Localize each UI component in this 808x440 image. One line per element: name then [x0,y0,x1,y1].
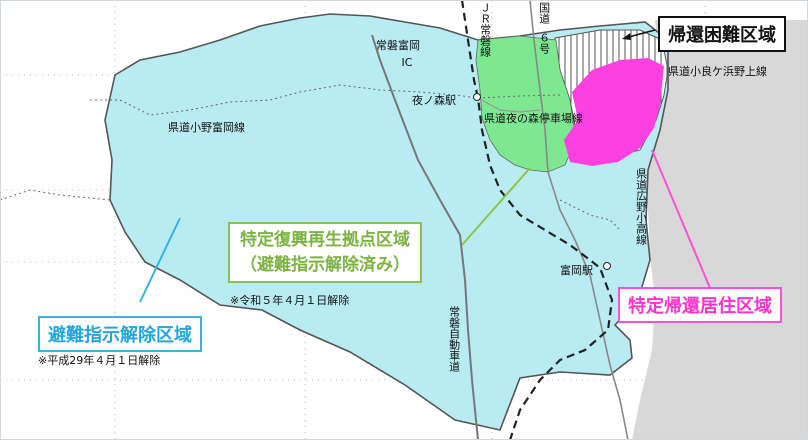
joban-tomioka-ic-line2: IC [401,55,413,69]
specific-return-area [564,58,664,166]
leader-blue [139,217,181,303]
difficult-return-label: 帰還困難区域 [658,16,786,52]
reconstruction-base-line2: （避難指示解除済み） [240,254,410,275]
leader-pink [651,149,711,289]
yonomori-station-marker [473,93,481,101]
joban-expressway-line [371,34,479,440]
note-heisei: ※平成29年４月１日解除 [38,354,161,367]
sea [632,20,808,440]
reconstruction-base-area [475,35,577,173]
pref-yonomori-parking-label: 県道夜の森停車場線 [484,112,583,125]
yonomori-station-label: 夜ノ森駅 [412,94,456,107]
jr-joban-label: ＪＲ常磐線 [478,2,492,57]
tomioka-station-label: 富岡駅 [560,264,593,277]
pref-ono-tomioka-label: 県道小野富岡線 [168,121,245,134]
note-reiwa: ※令和５年４月１日解除 [230,294,350,307]
reconstruction-base-label: 特定復興再生拠点区域 （避難指示解除済み） [228,222,422,284]
route6-label-b: ６号 [537,32,551,54]
specific-return-label: 特定帰還居住区域 [618,287,782,323]
joban-tomioka-ic-label: 常磐富岡 IC [376,39,420,69]
route6-label-a: 国道 [537,2,551,24]
pref-obama-label: 県道小良ケ浜野上線 [668,65,767,78]
jr-joban-line [460,0,614,440]
route6-line [529,0,629,440]
leader-green [461,167,531,246]
reconstruction-base-line1: 特定復興再生拠点区域 [240,230,410,250]
pref-hirono-odaka-label: 県道広野小高線 [634,168,648,245]
tomioka-station-marker [603,262,611,270]
joban-expressway-label: 常磐自動車道 [447,306,461,372]
pref-road-line [477,97,541,113]
evacuation-lifted-label: 避難指示解除区域 [38,316,202,352]
joban-tomioka-ic-line1: 常磐富岡 [376,39,420,52]
